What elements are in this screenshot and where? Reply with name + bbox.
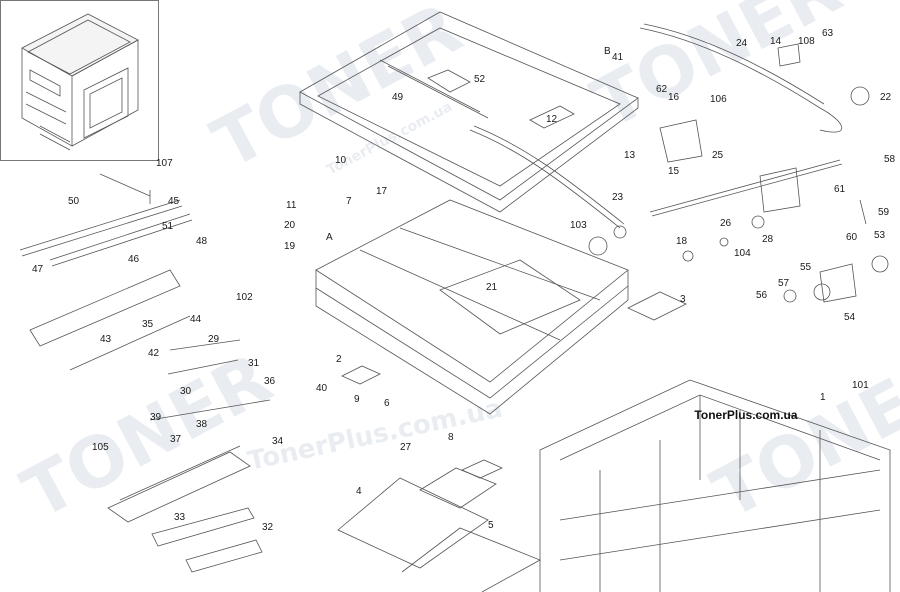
part-label: 101: [852, 380, 869, 391]
part-label: 45: [168, 196, 180, 207]
part-label: 59: [878, 207, 890, 218]
part-label: 1: [820, 392, 826, 403]
part-label: 41: [612, 52, 624, 63]
part-label: 10: [335, 155, 347, 166]
part-label: 32: [262, 522, 274, 533]
part-label: 55: [800, 262, 812, 273]
part-label: 29: [208, 334, 220, 345]
part-label: 24: [736, 38, 748, 49]
part-label: 2: [336, 354, 342, 365]
part-label: 18: [676, 236, 688, 247]
part-label: 5: [488, 520, 494, 531]
part-label: 50: [68, 196, 80, 207]
part-label: 22: [880, 92, 892, 103]
part-label: 42: [148, 348, 160, 359]
part-label: 34: [272, 436, 284, 447]
part-label: 36: [264, 376, 276, 387]
part-label: 105: [92, 442, 109, 453]
svg-text:TONE: TONE: [699, 362, 900, 535]
part-label: 58: [884, 154, 896, 165]
part-label: 13: [624, 150, 636, 161]
part-label: 102: [236, 292, 253, 303]
part-label: 44: [190, 314, 202, 325]
part-label: 27: [400, 442, 412, 453]
part-label: B: [604, 46, 611, 57]
part-label: 104: [734, 248, 751, 259]
svg-text:TonerPlus.com.ua: TonerPlus.com.ua: [245, 394, 505, 477]
part-label: 56: [756, 290, 768, 301]
part-label: 25: [712, 150, 724, 161]
part-label: 37: [170, 434, 182, 445]
part-label: 108: [798, 36, 815, 47]
part-label: 16: [668, 92, 680, 103]
part-label: 21: [486, 282, 498, 293]
part-label: 11: [286, 200, 297, 211]
part-label: 43: [100, 334, 112, 345]
part-label: 60: [846, 232, 858, 243]
part-label: 52: [474, 74, 486, 85]
svg-text:TONER: TONER: [9, 337, 284, 535]
part-label: 35: [142, 319, 154, 330]
part-label: 14: [770, 36, 782, 47]
printer-thumbnail: [0, 0, 159, 161]
part-label: 3: [680, 294, 686, 305]
part-label: 20: [284, 220, 296, 231]
part-label: 106: [710, 94, 727, 105]
part-label: 46: [128, 254, 140, 265]
part-label: 9: [354, 394, 360, 405]
part-label: 30: [180, 386, 192, 397]
part-label: 15: [668, 166, 680, 177]
part-label: 19: [284, 241, 296, 252]
part-label: 61: [834, 184, 846, 195]
part-label: 38: [196, 419, 208, 430]
part-label: 47: [32, 264, 44, 275]
part-label: A: [326, 232, 333, 243]
part-number-labels: 1 2 3 4 5 6 7 8 9 10 11 12 13 14 15 16 1…: [32, 28, 896, 533]
part-label: 53: [874, 230, 886, 241]
part-linework: [19, 11, 891, 592]
part-label: 23: [612, 192, 624, 203]
part-label: 39: [150, 412, 162, 423]
part-label: 49: [392, 92, 404, 103]
part-label: 26: [720, 218, 732, 229]
part-label: 103: [570, 220, 587, 231]
part-label: 107: [156, 158, 173, 169]
part-label: 33: [174, 512, 186, 523]
svg-text:TONER: TONER: [579, 0, 854, 145]
part-label: 6: [384, 398, 390, 409]
part-label: 51: [162, 221, 174, 232]
part-label: 7: [346, 196, 352, 207]
part-label: 63: [822, 28, 834, 39]
part-label: 31: [248, 358, 260, 369]
part-label: 17: [376, 186, 388, 197]
part-label: 12: [546, 114, 558, 125]
part-label: 48: [196, 236, 208, 247]
part-label: 4: [356, 486, 362, 497]
brand-label[interactable]: TonerPlus.com.ua: [694, 408, 798, 422]
part-label: 40: [316, 383, 328, 394]
part-label: 57: [778, 278, 790, 289]
part-label: 28: [762, 234, 774, 245]
part-label: 62: [656, 84, 668, 95]
part-label: 54: [844, 312, 856, 323]
part-label: 8: [448, 432, 454, 443]
